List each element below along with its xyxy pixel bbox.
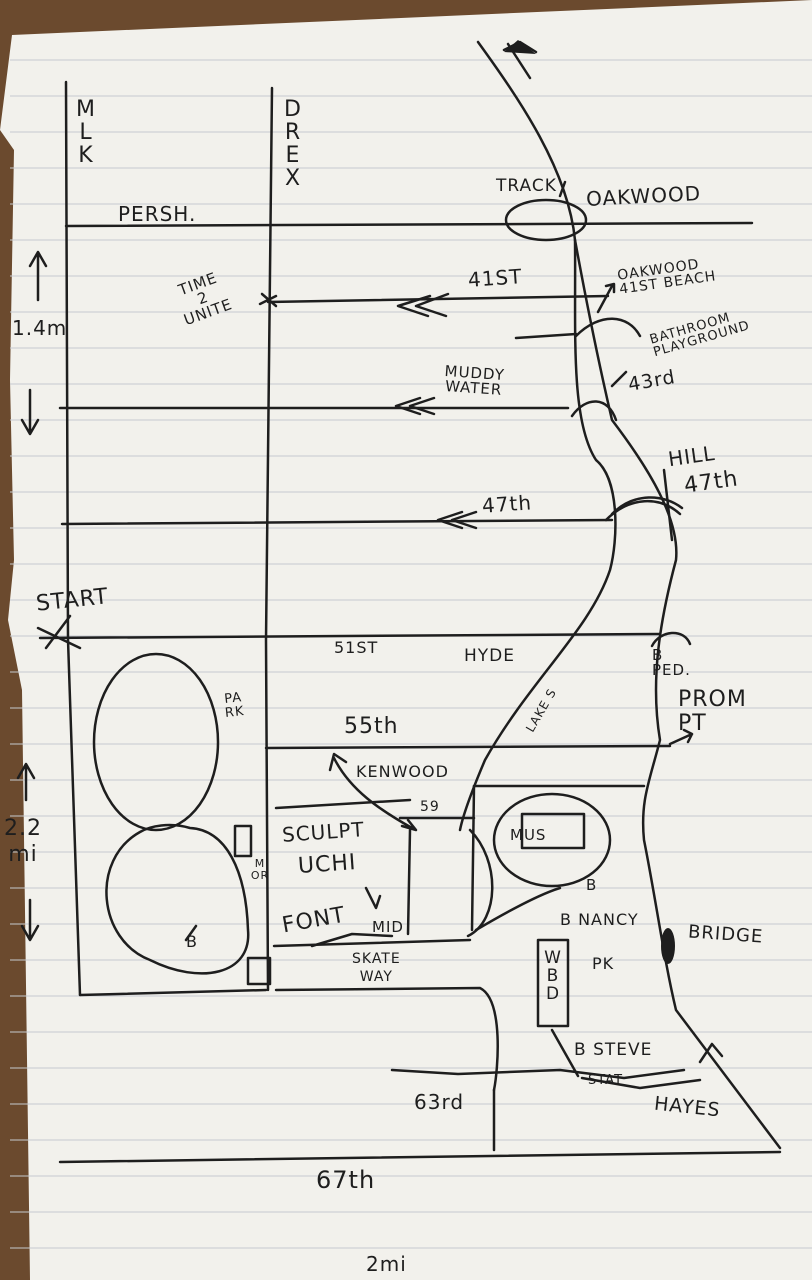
distance-north: 1.4m bbox=[12, 316, 68, 340]
43rd-arch bbox=[570, 400, 618, 422]
kenwood-label: KENWOOD bbox=[356, 762, 449, 781]
drex-line bbox=[264, 86, 274, 992]
promontory-point-label: PROM PT bbox=[678, 687, 747, 737]
midway-label: MID bbox=[372, 918, 404, 936]
47th-line bbox=[60, 518, 614, 526]
67th-line bbox=[58, 1150, 782, 1164]
bridge-marker bbox=[661, 928, 675, 964]
55th-line bbox=[264, 744, 672, 750]
ped-bridge-label: B PED. bbox=[652, 646, 691, 679]
drex-label: DREX bbox=[284, 97, 302, 192]
b-park-label: B bbox=[186, 932, 198, 951]
skate-way-line bbox=[274, 986, 499, 1092]
muddy-arrow bbox=[394, 396, 436, 416]
north-flag bbox=[504, 40, 536, 54]
51st-label: 51ST bbox=[334, 638, 379, 657]
distance-middle: 2.2 mi bbox=[4, 816, 42, 868]
lakefront-path bbox=[573, 238, 782, 1150]
wbd-box bbox=[536, 938, 570, 1028]
47th-arrow bbox=[436, 510, 478, 530]
track-label: TRACK bbox=[496, 176, 557, 196]
museum-oval bbox=[492, 792, 612, 888]
mlk-label: MLK bbox=[76, 97, 96, 169]
63rd-line bbox=[390, 1068, 686, 1080]
mus-label: MUS bbox=[510, 826, 547, 844]
mor-label: MOR bbox=[250, 857, 270, 882]
63rd-label: 63rd bbox=[414, 1090, 465, 1114]
uchicago-label: UCHI bbox=[297, 849, 358, 880]
park-oval-south bbox=[105, 823, 250, 975]
mus-box bbox=[520, 812, 586, 850]
distance-bottom: 2mi bbox=[366, 1252, 407, 1276]
51st-line bbox=[38, 632, 662, 640]
ink-streets bbox=[16, 40, 782, 1164]
stat-label: STAT bbox=[588, 1073, 624, 1088]
hyde-label: HYDE bbox=[464, 646, 515, 666]
ruled-lines bbox=[10, 59, 812, 1249]
bridge-label: BRIDGE bbox=[687, 921, 765, 948]
kenwood-arrow bbox=[328, 752, 418, 832]
41st-arrow bbox=[396, 292, 450, 318]
mlk-line bbox=[64, 80, 82, 997]
steve-label: B STEVE bbox=[574, 1040, 653, 1060]
track-oval bbox=[504, 198, 588, 242]
41st-label: 41ST bbox=[467, 264, 524, 292]
59-label: 59 bbox=[420, 799, 440, 815]
hill-label: HILL bbox=[666, 440, 717, 472]
park-oval-north bbox=[92, 652, 220, 832]
muddy-water-label: MUDDY WATER bbox=[444, 361, 506, 399]
wbd-label: WBD bbox=[544, 948, 562, 1004]
47th-label: 47th bbox=[481, 490, 533, 518]
sculpture-label: SCULPT bbox=[281, 817, 366, 847]
start-marker bbox=[36, 614, 82, 650]
mor-box bbox=[233, 824, 253, 858]
skate-way-label: SKATE WAY bbox=[352, 951, 401, 986]
55th-label: 55th bbox=[344, 714, 399, 739]
midway bbox=[272, 938, 472, 948]
pershing-label: PERSH. bbox=[118, 202, 197, 226]
oakwood-label: OAKWOOD bbox=[585, 181, 702, 211]
pk-label: PK bbox=[592, 954, 615, 973]
washington-park-box bbox=[78, 988, 268, 997]
b-museum-label: B bbox=[586, 876, 598, 894]
nancy-label: B NANCY bbox=[560, 910, 639, 929]
park-label: PARK bbox=[223, 690, 246, 721]
67th-label: 67th bbox=[316, 1166, 376, 1194]
bathroom-arch bbox=[574, 317, 642, 338]
pershing-line bbox=[64, 221, 754, 228]
